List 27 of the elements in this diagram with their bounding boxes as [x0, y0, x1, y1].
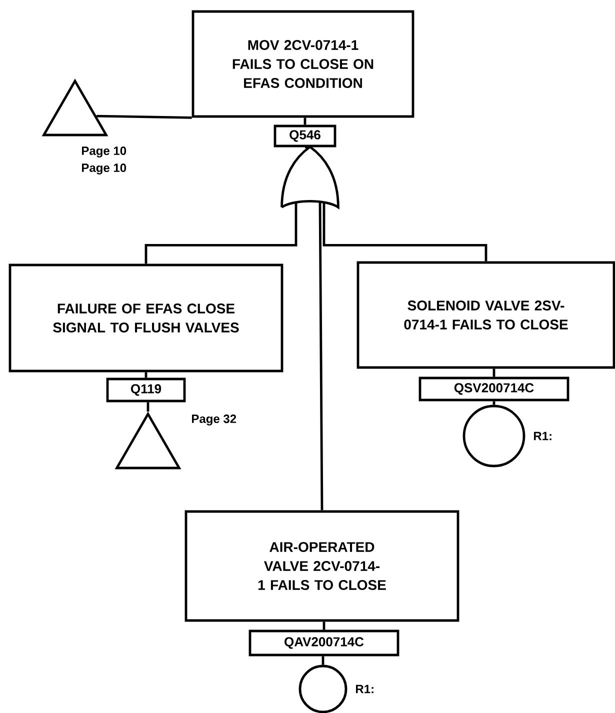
event-box: SOLENOID VALVE 2SV-0714-1 FAILS TO CLOSE: [356, 261, 615, 369]
connector-line: [96, 114, 192, 119]
connector-line: [318, 201, 324, 510]
connector-line: [322, 656, 324, 665]
event-id-box: QSV200714C: [418, 376, 570, 402]
connector-line: [304, 118, 306, 125]
event-id-box: Q119: [106, 378, 186, 402]
event-box: AIR-OPERATED VALVE 2CV-0714-1 FAILS TO CLOSE: [184, 510, 460, 622]
connector-line: [322, 622, 326, 630]
connector-line: [144, 203, 298, 264]
connector-line: [322, 203, 488, 262]
page-reference: R1:: [356, 684, 374, 694]
basic-event-circle: [462, 404, 526, 468]
connector-line: [144, 372, 148, 378]
event-box: MOV 2CV-0714-1 FAILS TO CLOSE ON EFAS CONDITION: [192, 10, 414, 118]
connector-line: [304, 146, 310, 148]
event-id-box: QAV200714C: [248, 630, 400, 656]
event-id-box: Q546: [274, 124, 336, 148]
or-gate: [280, 146, 340, 208]
connector-line: [492, 401, 496, 405]
connector-line: [146, 402, 150, 412]
page-reference: Page 10: [82, 164, 126, 174]
page-reference: Page 32: [192, 414, 236, 426]
connector-line: [492, 368, 496, 377]
event-box: FAILURE OF EFAS CLOSE SIGNAL TO FLUSH VALVES: [8, 264, 284, 372]
page-reference: Page 10: [82, 146, 126, 158]
page-reference: R1:: [534, 432, 552, 440]
